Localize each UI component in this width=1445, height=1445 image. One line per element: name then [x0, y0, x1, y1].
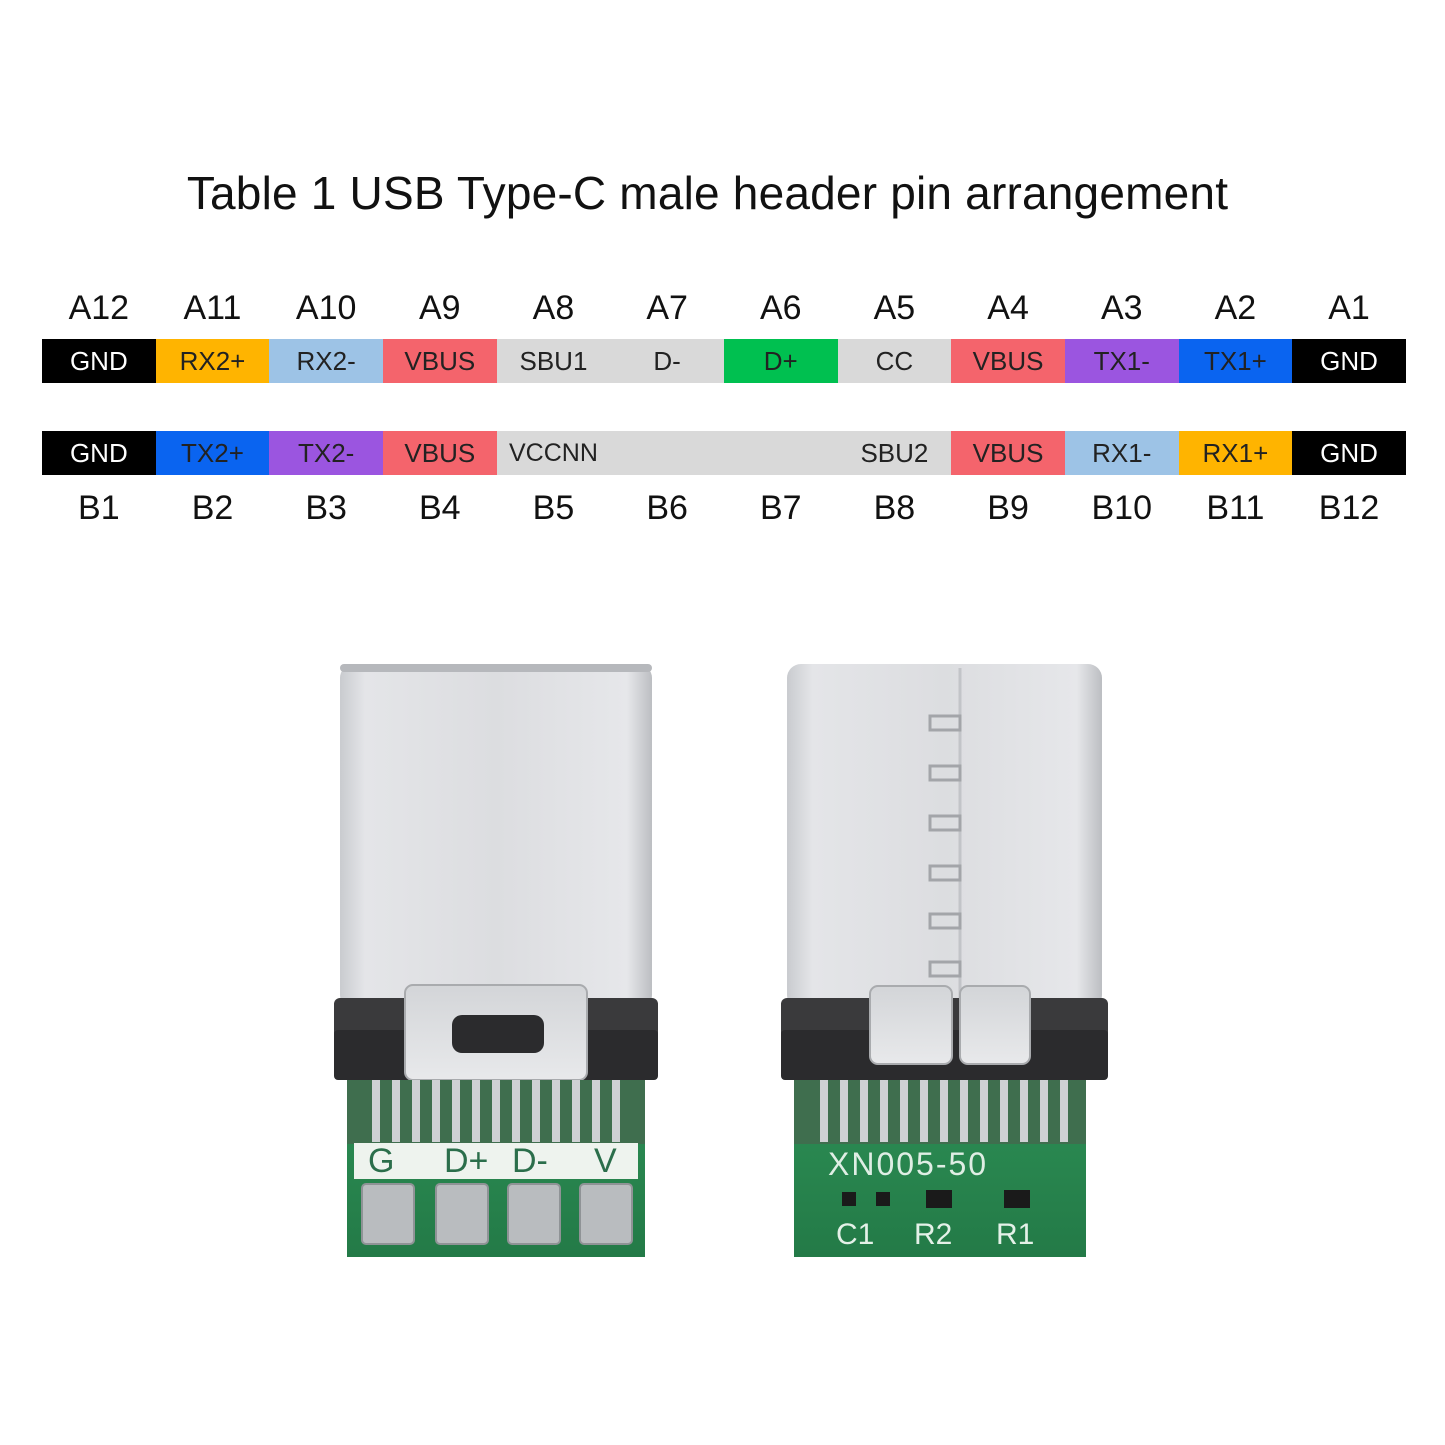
pin-id-b10: B10: [1091, 489, 1152, 527]
pin-a9: VBUS: [382, 339, 497, 383]
pin-b3: TX2-: [269, 431, 383, 475]
pin-a2: TX1+: [1178, 339, 1293, 383]
pin-a10: RX2-: [269, 339, 383, 383]
pin-id-a11: A11: [183, 289, 242, 327]
pin-id-a5: A5: [873, 289, 916, 327]
pin-b9: VBUS: [951, 431, 1065, 475]
connector-left: G D+ D- V: [334, 664, 658, 1257]
pin-id-b8: B8: [873, 489, 916, 527]
pin-b6: [610, 431, 724, 475]
left-shell-top-edge: [340, 664, 652, 672]
pin-a4: VBUS: [951, 339, 1065, 383]
pin-a6: D+: [723, 339, 838, 383]
pin-b7: [723, 431, 838, 475]
left-clip-window: [452, 1015, 544, 1053]
pin-a3: TX1-: [1064, 339, 1179, 383]
right-solder-pins: [820, 1080, 1068, 1142]
pin-id-b6: B6: [646, 489, 688, 527]
pin-id-a6: A6: [759, 289, 802, 327]
right-smd-components: [842, 1190, 1030, 1208]
pin-id-a8: A8: [532, 289, 575, 327]
left-solder-pins: [372, 1080, 620, 1142]
pin-id-b11: B11: [1206, 489, 1265, 527]
pin-b4: VBUS: [382, 431, 497, 475]
right-seam-clips: [928, 714, 962, 978]
pin-a7: D-: [610, 339, 724, 383]
left-shell: [340, 664, 652, 1009]
pin-id-b3: B3: [305, 489, 347, 527]
pin-id-b1: B1: [78, 489, 120, 527]
right-tab-left: [869, 985, 953, 1065]
pin-b8: SBU2: [837, 431, 952, 475]
right-tab-right: [959, 985, 1031, 1065]
pin-id-b4: B4: [419, 489, 461, 527]
right-component-labels: C1 R2 R1: [836, 1218, 1034, 1251]
pin-id-b5: B5: [532, 489, 575, 527]
pin-id-a2: A2: [1214, 289, 1257, 327]
component-label-r2: R2: [914, 1218, 952, 1251]
pin-b12: GND: [1292, 431, 1406, 475]
pin-id-b9: B9: [987, 489, 1029, 527]
pin-id-a12: A12: [68, 289, 130, 327]
left-pad-labels: G D+ D- V: [368, 1142, 617, 1180]
pin-a8: SBU1: [496, 339, 611, 383]
pin-id-b7: B7: [759, 489, 802, 527]
component-label-c1: C1: [836, 1218, 874, 1251]
component-label-r1: R1: [996, 1218, 1034, 1251]
pad-label-g: G: [368, 1142, 394, 1180]
pad-label-v: V: [594, 1142, 617, 1180]
pin-id-b2: B2: [191, 489, 234, 527]
pin-a12: GND: [42, 339, 156, 383]
connector-right: XN005-50 C1 R2 R1: [781, 664, 1108, 1257]
page-title: Table 1 USB Type-C male header pin arran…: [186, 167, 1229, 219]
pin-id-a1: A1: [1328, 289, 1370, 327]
pin-a11: RX2+: [155, 339, 270, 383]
pin-id-a3: A3: [1100, 289, 1143, 327]
pin-b10: RX1-: [1064, 431, 1179, 475]
pin-id-b12: B12: [1318, 489, 1380, 527]
row-b-pin-ids: B1 B2 B3 B4 B5 B6 B7 B8 B9 B10 B11 B12: [42, 486, 1406, 530]
left-solder-pads: [361, 1183, 633, 1245]
row-a-pin-ids: A12 A11 A10 A9 A8 A7 A6 A5 A4 A3 A2 A1: [42, 286, 1406, 330]
right-board-label: XN005-50: [828, 1146, 988, 1182]
row-b-pin-functions: GND TX2+ TX2- VBUS VCCNN SBU2 VBUS RX1- …: [42, 431, 1406, 475]
pin-b2: TX2+: [155, 431, 270, 475]
pin-id-a7: A7: [646, 289, 688, 327]
left-silkscreen-strip: [354, 1143, 638, 1179]
row-a-pin-functions: GND RX2+ RX2- VBUS SBU1 D- D+ CC VBUS TX…: [42, 339, 1406, 383]
pin-b1: GND: [42, 431, 156, 475]
pin-id-a4: A4: [987, 289, 1029, 327]
pad-label-dminus: D-: [512, 1142, 548, 1180]
pin-a1: GND: [1292, 339, 1406, 383]
pin-id-a9: A9: [419, 289, 461, 327]
pin-id-a10: A10: [295, 289, 357, 327]
right-shell: [787, 664, 1102, 1009]
pin-b11: RX1+: [1178, 431, 1293, 475]
pin-a5: CC: [837, 339, 952, 383]
pin-b5: VCCNN: [496, 431, 611, 475]
pad-label-dplus: D+: [444, 1142, 488, 1180]
